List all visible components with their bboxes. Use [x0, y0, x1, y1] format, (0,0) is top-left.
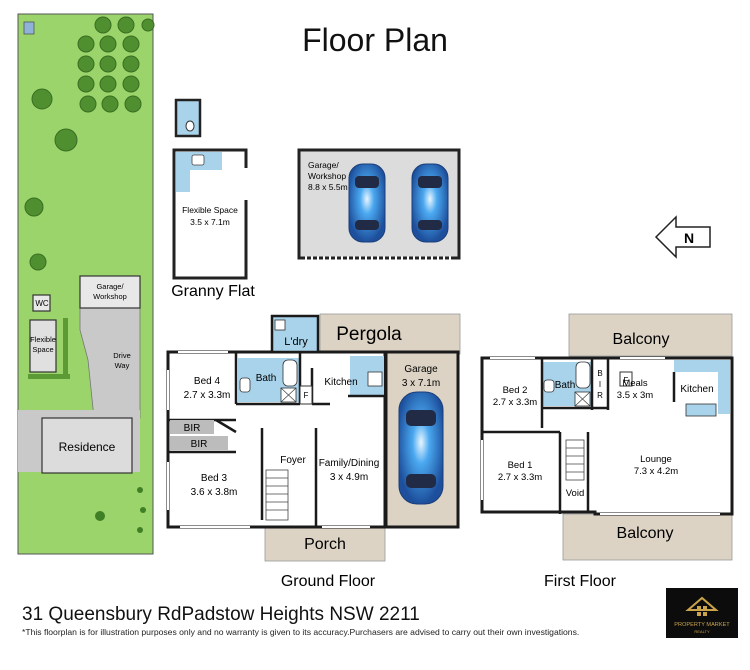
granny-room-name: Flexible Space	[182, 205, 238, 215]
gf-foyer-label: Foyer	[280, 455, 306, 466]
ff-meals-dims: 3.5 x 3m	[617, 390, 654, 401]
north-arrow-icon: N	[654, 215, 711, 259]
gf-garage-name: Garage	[404, 364, 438, 375]
gf-pergola-label: Pergola	[336, 324, 402, 345]
ff-meals-name: Meals	[622, 378, 648, 389]
granny-room-dims: 3.5 x 7.1m	[190, 217, 230, 227]
disclaimer-text: *This floorplan is for illustration purp…	[22, 627, 580, 637]
ff-bed2-dims: 2.7 x 3.3m	[493, 397, 537, 408]
compass-label: N	[684, 230, 694, 246]
gf-porch-label: Porch	[304, 536, 346, 553]
gf-bir-2: BIR	[191, 439, 208, 450]
ff-bir-r: R	[597, 391, 603, 400]
site-wc-label: WC	[35, 299, 49, 308]
gf-bed4-name: Bed 4	[194, 376, 221, 387]
ff-lounge-name: Lounge	[640, 454, 672, 465]
first-floor-plan	[480, 313, 734, 561]
ff-bath-label: Bath	[555, 380, 576, 391]
ground-floor-plan	[166, 313, 461, 562]
gf-laundry-label: L'dry	[284, 336, 308, 348]
detached-garage-plan	[297, 148, 461, 260]
ff-bir-i: I	[599, 380, 601, 389]
ff-bir-b: B	[597, 369, 602, 378]
detached-garage-dims: 8.8 x 5.5m	[308, 182, 348, 192]
gf-kitchen-label: Kitchen	[324, 377, 357, 388]
orchard-trees	[24, 16, 155, 271]
gf-bed3-name: Bed 3	[201, 473, 228, 484]
granny-flat-caption: Granny Flat	[171, 283, 255, 300]
page-title: Floor Plan	[302, 22, 448, 58]
detached-garage-name-1: Garage/	[308, 160, 339, 170]
car-icon	[411, 163, 449, 243]
gf-fridge-label: F	[304, 391, 309, 400]
ff-void-label: Void	[566, 488, 585, 499]
ff-bed1-dims: 2.7 x 3.3m	[498, 472, 542, 483]
gf-bir-1: BIR	[184, 423, 201, 434]
ff-bed1-name: Bed 1	[508, 460, 533, 471]
logo-line-2: REALTY	[694, 629, 710, 634]
gf-bed3-dims: 3.6 x 3.8m	[191, 487, 238, 498]
ground-floor-caption: Ground Floor	[281, 573, 376, 590]
gf-bath-label: Bath	[256, 373, 277, 384]
site-plan	[17, 13, 155, 555]
car-icon	[348, 163, 386, 243]
site-garage-label-2: Workshop	[93, 292, 127, 301]
gf-garage-dims: 3 x 7.1m	[402, 378, 440, 389]
car-icon	[398, 391, 444, 505]
ff-balcony-top-label: Balcony	[613, 331, 670, 348]
detached-garage-name-2: Workshop	[308, 171, 346, 181]
ff-bed2-name: Bed 2	[503, 385, 528, 396]
site-drive-label-1: Drive	[113, 351, 131, 360]
ff-fridge-label: F	[624, 376, 629, 385]
site-flex-label-1: Flexible	[30, 335, 56, 344]
site-drive-label-2: Way	[115, 361, 130, 370]
ff-lounge-dims: 7.3 x 4.2m	[634, 466, 678, 477]
property-address: 31 Queensbury RdPadstow Heights NSW 2211	[22, 604, 420, 625]
granny-flat-plan	[172, 98, 248, 280]
ff-balcony-bottom-label: Balcony	[617, 525, 674, 542]
ff-kitchen-label: Kitchen	[680, 384, 713, 395]
agency-logo: PROPERTY MARKET REALTY	[666, 588, 738, 638]
gf-bed4-dims: 2.7 x 3.3m	[184, 390, 231, 401]
house-logo-icon: PROPERTY MARKET REALTY	[674, 596, 730, 634]
first-floor-caption: First Floor	[544, 573, 617, 590]
gf-family-dims: 3 x 4.9m	[330, 472, 368, 483]
site-residence-label: Residence	[59, 440, 116, 454]
site-garage-label-1: Garage/	[96, 282, 124, 291]
gf-family-name: Family/Dining	[319, 458, 380, 469]
logo-line-1: PROPERTY MARKET	[674, 622, 730, 628]
site-flex-label-2: Space	[32, 345, 53, 354]
